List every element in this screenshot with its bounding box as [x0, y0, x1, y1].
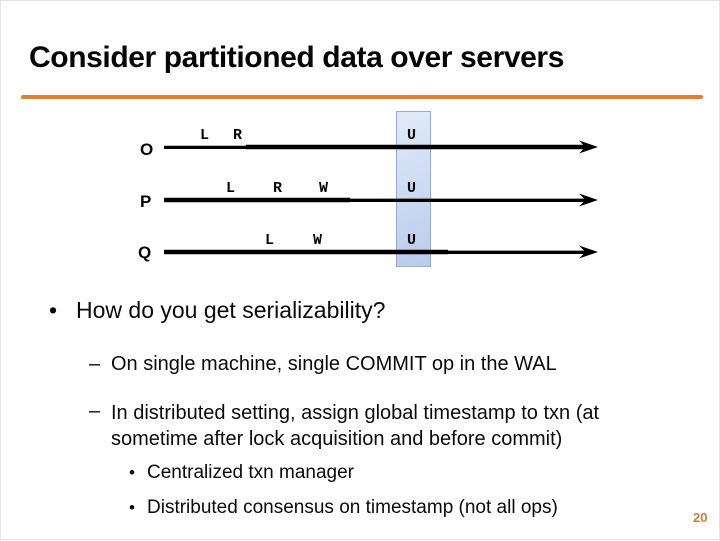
bullet-icon: • [49, 297, 58, 323]
bullet-icon: • [129, 498, 135, 517]
event-P-lock: L [226, 180, 236, 197]
event-O-read: R [233, 127, 243, 144]
server-label-O: O [140, 140, 154, 159]
event-Q-lock: L [265, 232, 275, 249]
event-O-lock: L [200, 127, 210, 144]
event-P-unlock: U [407, 180, 417, 197]
server-label-P: P [140, 192, 152, 211]
bullet-serializability: How do you get serializability? [76, 297, 386, 323]
event-O-unlock: U [407, 127, 417, 144]
event-Q-unlock: U [407, 232, 417, 249]
server-label-Q: Q [138, 243, 152, 262]
unlock-highlight-box [396, 111, 431, 267]
sub-bullet-distributed-setting: In distributed setting, assign global ti… [111, 402, 600, 450]
bullet-icon: • [129, 463, 135, 482]
sub-bullet-single-machine: On single machine, single COMMIT op in t… [111, 353, 557, 375]
title-accent-rule [21, 95, 703, 99]
sub-sub-bullet-consensus: Distributed consensus on timestamp (not … [147, 497, 558, 518]
event-Q-write: W [313, 232, 323, 249]
slide-title: Consider partitioned data over servers [29, 41, 564, 74]
dash-icon: – [89, 400, 101, 422]
event-P-read: R [273, 180, 283, 197]
timeline-arrow-O [164, 140, 598, 154]
sub-sub-bullet-centralized: Centralized txn manager [147, 462, 354, 483]
timeline-arrow-P [164, 193, 598, 207]
event-P-write: W [319, 180, 329, 197]
page-number: 20 [693, 510, 708, 525]
timeline-arrow-Q [164, 245, 598, 259]
dash-icon: – [89, 353, 101, 375]
